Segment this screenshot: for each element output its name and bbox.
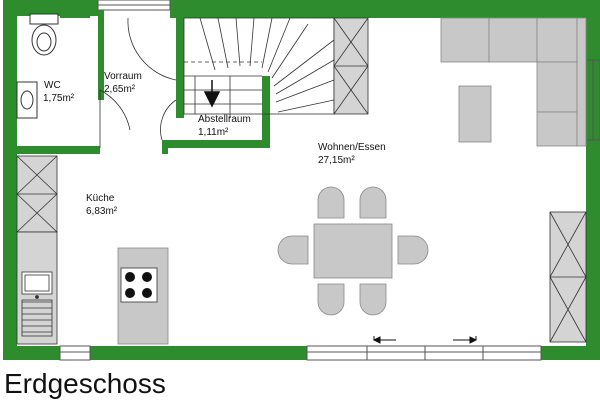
floor-area (16, 10, 586, 350)
sliding-arrows (372, 336, 478, 344)
vorraum-area: 2,65m² (104, 84, 136, 95)
toilet-tank (29, 13, 59, 25)
wc-door-swing (99, 89, 131, 148)
floor-plan: WC 1,75m² Vorraum 2,65m² Abstellraum 1,1… (3, 0, 600, 361)
wc-label: WC (44, 80, 61, 91)
vorraum-door-swing (127, 17, 177, 81)
vorraum-label: Vorraum (104, 71, 142, 82)
kitchen-island (117, 247, 169, 345)
kueche-label: Küche (86, 193, 115, 204)
tall-cabinets (16, 17, 587, 343)
kueche-area: 6,83m² (86, 206, 118, 217)
abstellraum-area: 1,11m² (198, 127, 229, 138)
wc-area: 1,75m² (43, 93, 75, 104)
interior-walls (16, 10, 270, 154)
cooktop-icon (120, 267, 158, 303)
dining-set (277, 186, 429, 316)
sofa (440, 17, 587, 147)
abstellraum-label: Abstellraum (198, 114, 251, 125)
wohnen-area: 27,15m² (318, 155, 355, 166)
wc-fixtures (16, 13, 59, 119)
abstell-door-swing (160, 99, 177, 141)
floor-title: Erdgeschoss (4, 368, 166, 399)
coffee-table (458, 85, 492, 143)
kitchen-counter (16, 231, 58, 345)
stair-arrow-icon (203, 80, 221, 108)
wohnen-label: Wohnen/Essen (318, 142, 386, 153)
